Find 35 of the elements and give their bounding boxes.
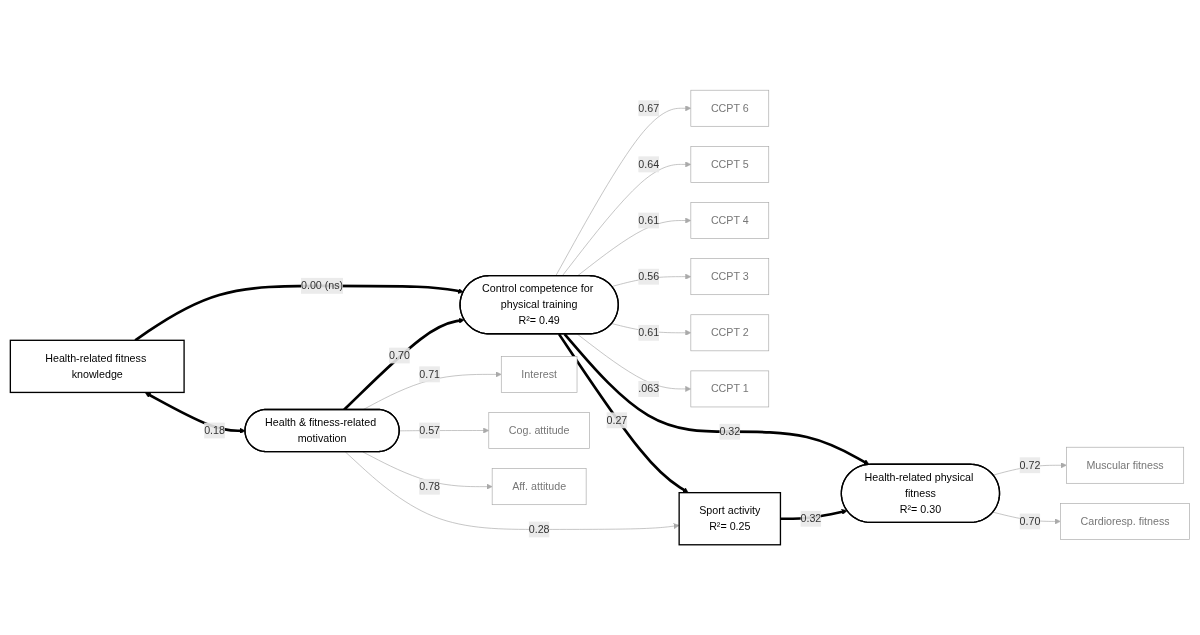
node-box: CCPT 3 [690, 258, 770, 296]
edge-label: 0.57 [419, 424, 441, 436]
node-box: Sport activity R²= 0.25 [678, 492, 782, 546]
node-box: Cardioresp. fitness [1060, 503, 1190, 540]
node-box: Cog. attitude [488, 412, 590, 449]
edge-label: .063 [638, 382, 660, 395]
arrow [557, 333, 689, 493]
node-box: Muscular fitness [1066, 446, 1185, 484]
edge-label: 0.61 [638, 214, 660, 226]
node-box: CCPT 1 [690, 370, 770, 408]
edge-label: 0.70 [1019, 515, 1041, 527]
edge-label: 0.32 [800, 512, 822, 525]
node-box: CCPT 5 [690, 146, 770, 183]
node-box: CCPT 2 [690, 314, 770, 352]
node-box: CCPT 4 [690, 202, 770, 239]
edge-label: 0.70 [389, 349, 410, 361]
arrow [144, 392, 246, 434]
edge-label: 0.28 [528, 523, 550, 535]
edge-label: 0.18 [204, 424, 225, 436]
node-box: Health-related fitness knowledge [9, 339, 185, 394]
arrow [343, 317, 465, 411]
edge-label: 0.56 [638, 270, 660, 282]
edge-label: 0.78 [419, 480, 441, 492]
edge-label: 0.64 [638, 158, 660, 170]
edge-label: 0.00 (ns) [300, 279, 344, 292]
arrow [780, 509, 848, 521]
edge-label: 0.61 [638, 326, 660, 339]
edge-label: 0.67 [638, 102, 660, 114]
node-box: CCPT 6 [690, 89, 770, 127]
node-box: Interest [500, 356, 578, 393]
edge-label: 0.32 [719, 425, 741, 438]
edge-label: 0.27 [606, 414, 628, 426]
edge-label: 0.72 [1019, 459, 1041, 471]
node-box: Aff. attitude [491, 468, 587, 506]
edge-label: 0.71 [419, 368, 441, 380]
